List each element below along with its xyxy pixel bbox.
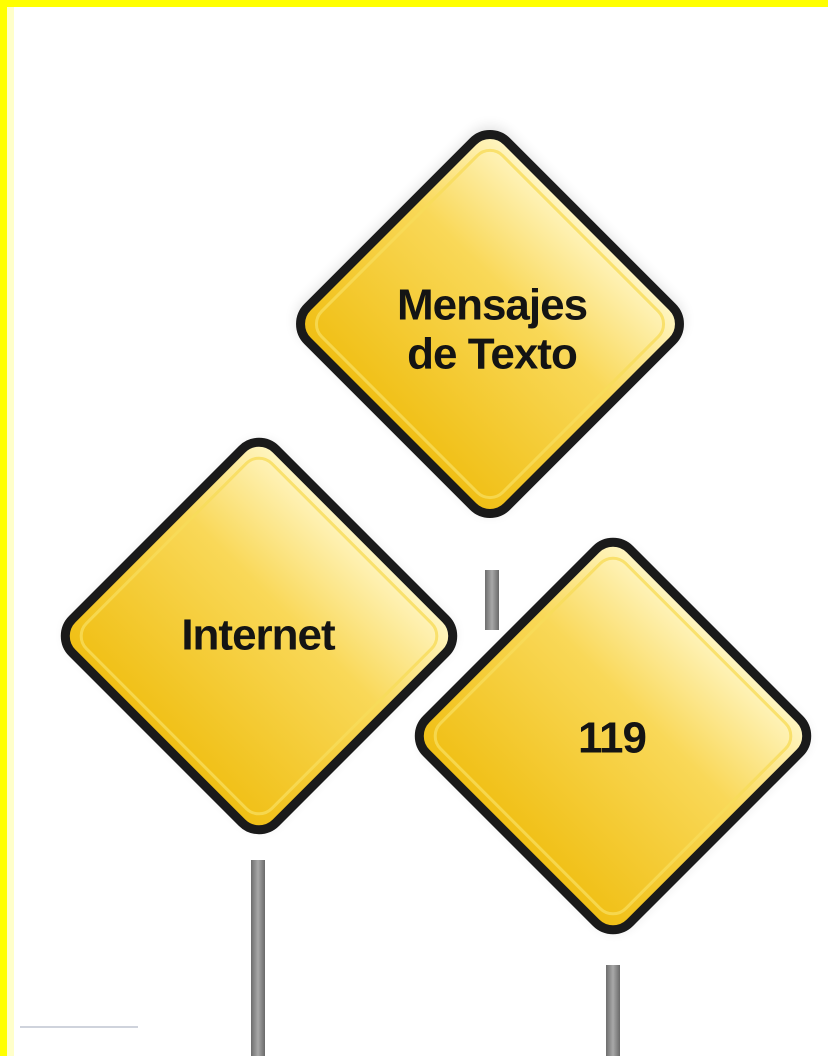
pole-mensajes	[485, 570, 499, 630]
sign-internet	[60, 437, 458, 835]
sign-label-119: 119	[578, 713, 647, 763]
bottom-divider	[20, 1026, 138, 1028]
pole-internet	[251, 860, 265, 1056]
sign-label-mensajes-line-1: Mensajes	[396, 280, 588, 330]
sign-label-mensajes-line-2: de Texto	[407, 330, 578, 379]
sign-119	[414, 537, 812, 935]
frame-left-highlight	[7, 7, 14, 1056]
sign-label-mensajes: Mensajes de Texto	[396, 280, 588, 380]
sign-label-internet: Internet	[181, 610, 335, 660]
sign-label-internet-line-1: Internet	[181, 610, 335, 660]
sign-label-119-line-1: 119	[578, 713, 647, 763]
sign-mensajes-de-texto	[296, 130, 684, 518]
pole-119	[606, 965, 620, 1056]
